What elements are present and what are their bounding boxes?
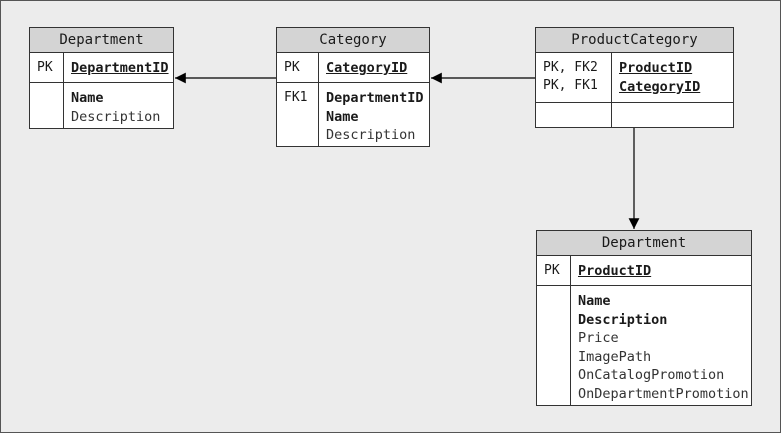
attributes: DepartmentID Name Description	[319, 83, 429, 147]
pk-row: PK CategoryID	[277, 53, 429, 83]
key-column: PK	[537, 256, 571, 285]
attribute-pk: CategoryID	[326, 60, 408, 76]
key-column	[536, 103, 612, 127]
entity-title: Department	[30, 28, 173, 53]
pk-row: PK DepartmentID	[30, 53, 173, 83]
attr-row: Name Description	[30, 83, 173, 129]
key-column: PK	[277, 53, 319, 82]
attribute: Name	[578, 293, 611, 309]
key-column: PK, FK2 PK, FK1	[536, 53, 612, 102]
attribute-pk: DepartmentID	[71, 60, 169, 76]
attribute-pk: CategoryID	[619, 78, 701, 95]
entity-department[interactable]: Department PK DepartmentID Name Descript…	[29, 27, 174, 129]
attr-row	[536, 103, 733, 127]
key-label: PK, FK1	[543, 78, 598, 93]
attribute: Description	[578, 311, 668, 328]
pk-attributes: ProductID	[571, 256, 751, 285]
attribute-pk: ProductID	[619, 60, 693, 76]
pk-row: PK ProductID	[537, 256, 751, 286]
attribute: Description	[71, 108, 161, 125]
entity-product-category[interactable]: ProductCategory PK, FK2 PK, FK1 ProductI…	[535, 27, 734, 128]
entity-title: ProductCategory	[536, 28, 733, 53]
attribute: Name	[71, 90, 104, 106]
attribute: Description	[326, 127, 416, 143]
pk-attributes: DepartmentID	[64, 53, 173, 82]
attr-row: FK1 DepartmentID Name Description	[277, 83, 429, 147]
pk-attributes: CategoryID	[319, 53, 429, 82]
key-column	[537, 286, 571, 406]
attribute-pk: ProductID	[578, 263, 652, 279]
key-column: PK	[30, 53, 64, 82]
key-label: PK, FK2	[543, 60, 598, 75]
attribute: Price	[578, 330, 619, 346]
attributes: Name Description Price ImagePath OnCatal…	[571, 286, 751, 406]
entity-category[interactable]: Category PK CategoryID FK1 DepartmentID …	[276, 27, 430, 147]
attribute: OnCatalogPromotion	[578, 367, 725, 383]
key-label: PK	[37, 60, 53, 75]
key-label: PK	[544, 263, 560, 278]
attribute: DepartmentID	[326, 90, 424, 106]
attributes: Name Description	[64, 83, 173, 129]
attribute: ImagePath	[578, 348, 652, 365]
attribute: OnDepartmentPromotion	[578, 385, 749, 402]
entity-product[interactable]: Department PK ProductID Name Description…	[536, 230, 752, 406]
key-column	[30, 83, 64, 129]
attribute: Name	[326, 108, 359, 125]
attr-row: Name Description Price ImagePath OnCatal…	[537, 286, 751, 406]
entity-title: Category	[277, 28, 429, 53]
key-label: PK	[284, 60, 300, 75]
key-label: FK1	[284, 90, 308, 105]
pk-row: PK, FK2 PK, FK1 ProductID CategoryID	[536, 53, 733, 103]
entity-title: Department	[537, 231, 751, 256]
pk-attributes: ProductID CategoryID	[612, 53, 733, 102]
key-column: FK1	[277, 83, 319, 147]
